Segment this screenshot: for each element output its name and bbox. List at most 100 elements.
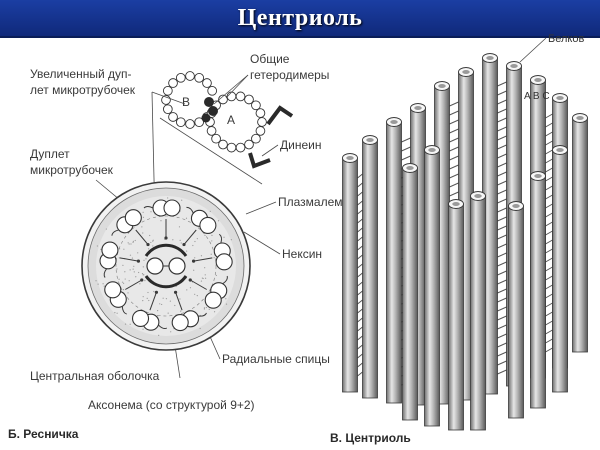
linker-rung (497, 171, 507, 177)
speckle (210, 253, 212, 255)
linker-rung (497, 189, 507, 195)
label-doublet-1: Дуплет (30, 147, 70, 161)
speckle (132, 241, 134, 243)
speckle (196, 295, 198, 297)
linker-rung (497, 144, 507, 150)
linker-rung (545, 167, 553, 173)
linker-rung (545, 266, 553, 272)
linker-rung (545, 131, 553, 137)
spoke-head (173, 290, 178, 294)
speckle (157, 310, 159, 312)
speckle (142, 216, 145, 218)
speckle (213, 311, 216, 313)
speckle (204, 267, 206, 269)
radial-spoke (183, 229, 197, 245)
speckle (194, 240, 196, 243)
radial-spoke (175, 292, 183, 311)
protofilament (226, 142, 237, 153)
protofilament (255, 126, 266, 136)
speckle (102, 283, 104, 285)
linker-rung (497, 153, 507, 159)
speckle (192, 244, 194, 247)
protofilament (202, 78, 212, 88)
central-tubule (146, 257, 164, 275)
protofilament (206, 126, 217, 136)
linker-rung (357, 191, 363, 197)
speckle (179, 298, 181, 300)
linker-rung (497, 369, 507, 375)
linker-rung (545, 113, 553, 119)
protofilament (168, 78, 178, 88)
linker-rung (357, 173, 363, 179)
linker-rung (497, 351, 507, 357)
protofilament (235, 142, 246, 153)
speckle (230, 239, 232, 241)
title-bar (0, 0, 600, 38)
protofilament (257, 117, 267, 127)
spoke-head (136, 259, 141, 263)
microtubule-lumen (534, 78, 542, 82)
speckle (180, 242, 182, 244)
b-tubule (131, 309, 150, 328)
microtubule (572, 117, 588, 353)
speckle (103, 285, 105, 287)
linker-rung (545, 221, 553, 227)
linker-rung (497, 324, 507, 330)
speckle (141, 226, 143, 228)
speckle (165, 298, 168, 300)
speckle (132, 268, 134, 270)
linker-rung (357, 362, 363, 368)
spoke-head (140, 278, 144, 282)
linker-rung (545, 284, 553, 290)
label-heterodimers-2: гетеродимеры (250, 68, 329, 82)
microtubule (424, 149, 440, 427)
caption-cilium: Б. Ресничка (8, 427, 79, 441)
slide-title: Центриоль (237, 5, 363, 31)
caption-centriole: В. Центриоль (330, 431, 411, 445)
linker-rung (497, 198, 507, 204)
heterodimer-dot (208, 106, 218, 116)
dynein-arm-outer (266, 105, 294, 126)
protofilament (218, 139, 228, 150)
speckle (204, 274, 206, 276)
speckle (167, 197, 169, 199)
linker-rung (497, 243, 507, 249)
speckle (122, 264, 124, 266)
linker-rung (545, 302, 553, 308)
label-abc: A B C (524, 91, 550, 102)
speckle (138, 271, 140, 274)
speckle (144, 280, 146, 282)
speckle (121, 281, 124, 283)
microtubule-lumen (510, 64, 518, 68)
linker-rung (497, 90, 507, 96)
label-doublet-enlarged-2: лет микротрубочек (30, 83, 136, 97)
speckle (143, 259, 145, 261)
microtubule-lumen (462, 70, 470, 74)
linker-rung (449, 191, 459, 197)
b-tubule (215, 253, 233, 271)
speckle (118, 257, 120, 259)
speckle (135, 276, 137, 278)
speckle (148, 299, 150, 302)
speckle (150, 241, 152, 244)
microtubule-lumen (346, 156, 354, 160)
speckle (134, 239, 136, 242)
linker-rung (357, 281, 363, 287)
linker-rung (357, 317, 363, 323)
spoke-head (154, 290, 159, 294)
linker-rung (357, 227, 363, 233)
speckle (217, 220, 220, 222)
speckle (203, 308, 205, 310)
speckle (142, 328, 144, 330)
protofilament (244, 94, 254, 105)
protofilament (185, 71, 195, 81)
tubule-a-ring (205, 91, 267, 153)
linker-rung (497, 126, 507, 132)
centriole-figure: Белков A B C (342, 33, 588, 431)
linker-rung (449, 146, 459, 152)
microtubule (362, 139, 378, 399)
speckle (169, 300, 171, 302)
linker-rung (497, 252, 507, 258)
protofilament (207, 85, 218, 96)
